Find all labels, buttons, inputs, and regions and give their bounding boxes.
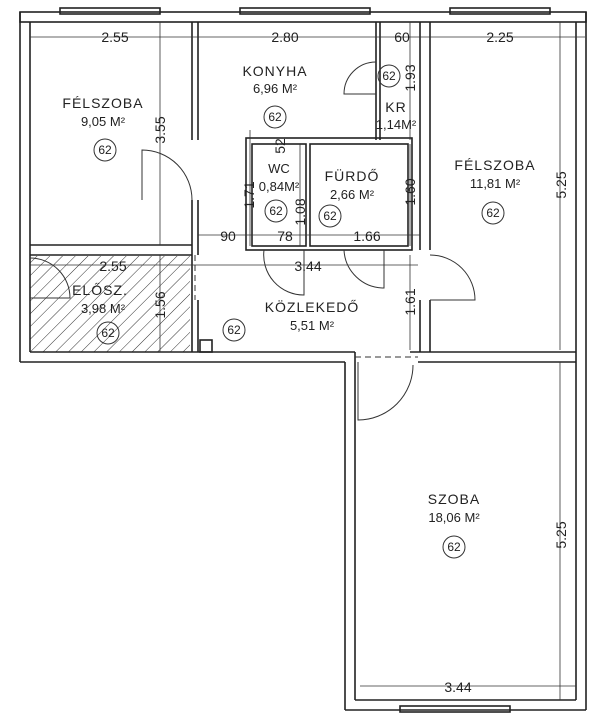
room-name: SZOBA — [428, 491, 480, 507]
door-arc — [343, 249, 385, 289]
room-code: 62 — [101, 326, 115, 340]
doors — [29, 61, 476, 421]
door-arc — [29, 257, 71, 299]
room-felszoba-left: FÉLSZOBA 9,05 M² 62 — [62, 95, 143, 162]
room-wc: WC 0,84M² 62 — [259, 161, 300, 223]
room-area: 9,05 M² — [81, 114, 126, 129]
code-circle — [263, 105, 287, 129]
room-code: 62 — [486, 206, 500, 220]
room-code: 62 — [447, 540, 461, 554]
room-area: 3,98 M² — [81, 301, 126, 316]
hall-hatching — [30, 256, 190, 352]
room-name: FÜRDŐ — [325, 167, 380, 184]
dim-label: 60 — [394, 29, 410, 45]
room-area: 0,84M² — [259, 179, 300, 194]
code-circle — [481, 201, 505, 225]
dim-label: 5.25 — [553, 171, 569, 198]
room-code: 62 — [268, 110, 282, 124]
dim-label: 90 — [220, 228, 236, 244]
door-arc — [343, 61, 377, 95]
room-felszoba-right: FÉLSZOBA 11,81 M² 62 — [454, 157, 535, 225]
window — [239, 7, 371, 15]
room-name: KR — [385, 99, 406, 115]
window — [399, 705, 511, 713]
code-circle — [222, 318, 246, 342]
door-arc — [357, 362, 414, 421]
dim-label: 3.44 — [294, 258, 321, 274]
room-code: 62 — [269, 204, 283, 218]
door-arc — [263, 249, 305, 296]
dim-label: 1.61 — [402, 288, 418, 315]
dim-label: 1.08 — [292, 198, 308, 225]
code-circle — [96, 321, 120, 345]
room-code: 62 — [227, 323, 241, 337]
code-circle — [264, 199, 288, 223]
dim-label: 1.93 — [402, 64, 418, 91]
room-kozlekedo: KÖZLEKEDŐ 5,51 M² 62 — [222, 298, 360, 342]
dim-label: 2.25 — [486, 29, 513, 45]
room-area: 11,81 M² — [470, 176, 521, 191]
room-kamra: 62 KR 1,14M² — [376, 64, 417, 132]
code-circle — [377, 64, 401, 88]
room-name: KÖZLEKEDŐ — [265, 298, 360, 315]
door-arc — [141, 149, 193, 201]
room-name: FÉLSZOBA — [454, 157, 535, 173]
dim-label: 1.60 — [402, 178, 418, 205]
room-area: 1,14M² — [376, 117, 417, 132]
dim-label: 2.55 — [101, 29, 128, 45]
room-furdo: FÜRDŐ 2,66 M² 62 — [318, 167, 380, 228]
room-name: KONYHA — [242, 63, 307, 79]
dim-label: 2.55 — [99, 258, 126, 274]
room-name: ELŐSZ. — [72, 282, 128, 298]
door-arc — [429, 254, 476, 301]
dimension-lines — [30, 22, 585, 700]
dim-label: 52 — [272, 138, 288, 154]
room-area: 6,96 M² — [253, 81, 298, 96]
window — [59, 7, 161, 15]
dim-label: 1.56 — [152, 291, 168, 318]
dim-label: 1.66 — [353, 228, 380, 244]
dimension-labels: 2.55 2.80 60 2.25 3.55 1.93 5.25 52 1.71… — [99, 29, 569, 695]
room-code: 62 — [323, 209, 337, 223]
dim-label: 3.44 — [444, 679, 471, 695]
window — [449, 7, 551, 15]
room-area: 18,06 M² — [428, 510, 480, 525]
room-konyha: KONYHA 6,96 M² 62 — [242, 63, 307, 129]
room-szoba: SZOBA 18,06 M² 62 — [428, 491, 480, 559]
room-eloszoba: ELŐSZ. 3,98 M² 62 — [72, 282, 128, 345]
dim-label: 3.55 — [152, 116, 168, 143]
room-name: FÉLSZOBA — [62, 95, 143, 111]
dim-label: 2.80 — [271, 29, 298, 45]
dim-label: 5.25 — [553, 521, 569, 548]
room-area: 2,66 M² — [330, 187, 375, 202]
code-circle — [93, 138, 117, 162]
dim-label: 78 — [277, 228, 293, 244]
code-circle — [442, 535, 466, 559]
room-area: 5,51 M² — [290, 318, 335, 333]
room-code: 62 — [382, 69, 396, 83]
dim-label: 1.71 — [241, 181, 257, 208]
room-name: WC — [268, 161, 290, 176]
room-code: 62 — [98, 143, 112, 157]
walls — [19, 7, 587, 713]
code-circle — [318, 204, 342, 228]
